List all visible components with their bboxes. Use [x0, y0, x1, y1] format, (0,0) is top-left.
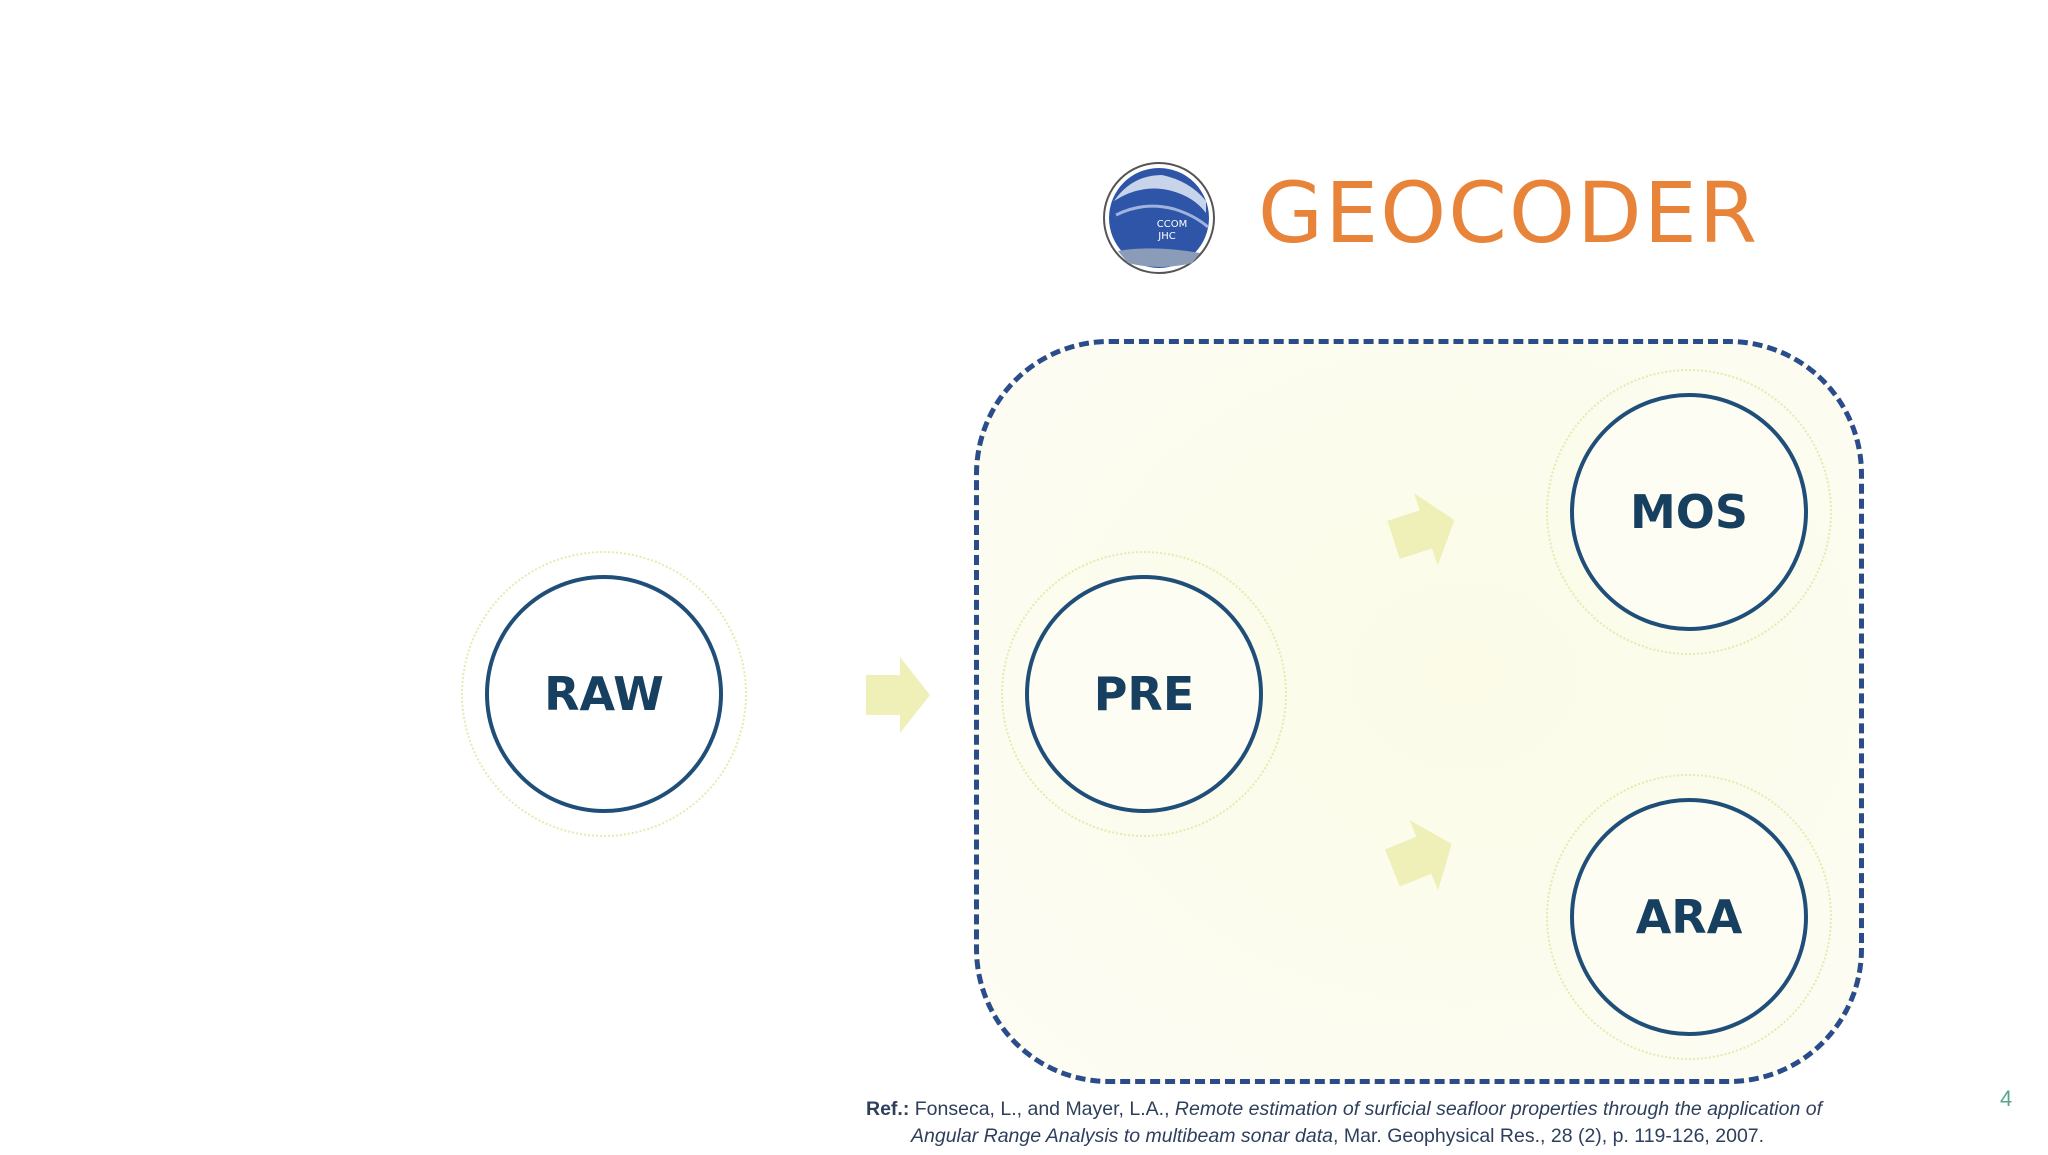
pre-node-halo — [1001, 551, 1287, 837]
ara-node-label: ARA — [1635, 890, 1743, 944]
slide-title: GEOCODER — [1258, 164, 1760, 262]
pre-node: PRE — [1025, 575, 1263, 813]
page-number: 4 — [2000, 1086, 2013, 1111]
ara-node-halo — [1546, 774, 1832, 1060]
mos-node: MOS — [1570, 393, 1808, 631]
reference-title-part2: Angular Range Analysis to multibeam sona… — [911, 1125, 1334, 1147]
raw-node-halo — [461, 551, 747, 837]
mos-node-label: MOS — [1629, 485, 1748, 539]
reference-title-part1: Remote estimation of surficial seafloor … — [1174, 1098, 1823, 1120]
mos-node-halo — [1546, 369, 1832, 655]
ara-node: ARA — [1570, 798, 1808, 1036]
reference-authors: Fonseca, L., and Mayer, L.A., — [914, 1098, 1170, 1120]
raw-node-label: RAW — [544, 667, 664, 721]
arrow-right-icon — [866, 657, 930, 733]
pre-node-label: PRE — [1093, 667, 1195, 721]
arrow-down-right-icon — [1384, 820, 1452, 891]
logo-text-ccom: CCOM — [1157, 219, 1187, 230]
logo-text-jhc: JHC — [1157, 231, 1175, 242]
reference-citation: Ref.: Fonseca, L., and Mayer, L.A., Remo… — [866, 1096, 1906, 1150]
ccom-jhc-logo: CCOM JHC — [1103, 162, 1215, 274]
reference-line-2: Angular Range Analysis to multibeam sona… — [866, 1123, 1906, 1150]
reference-lead: Ref.: — [866, 1098, 910, 1120]
raw-node: RAW — [485, 575, 723, 813]
arrow-up-right-icon — [1387, 493, 1455, 566]
reference-rest: , Mar. Geophysical Res., 28 (2), p. 119-… — [1333, 1125, 1765, 1147]
